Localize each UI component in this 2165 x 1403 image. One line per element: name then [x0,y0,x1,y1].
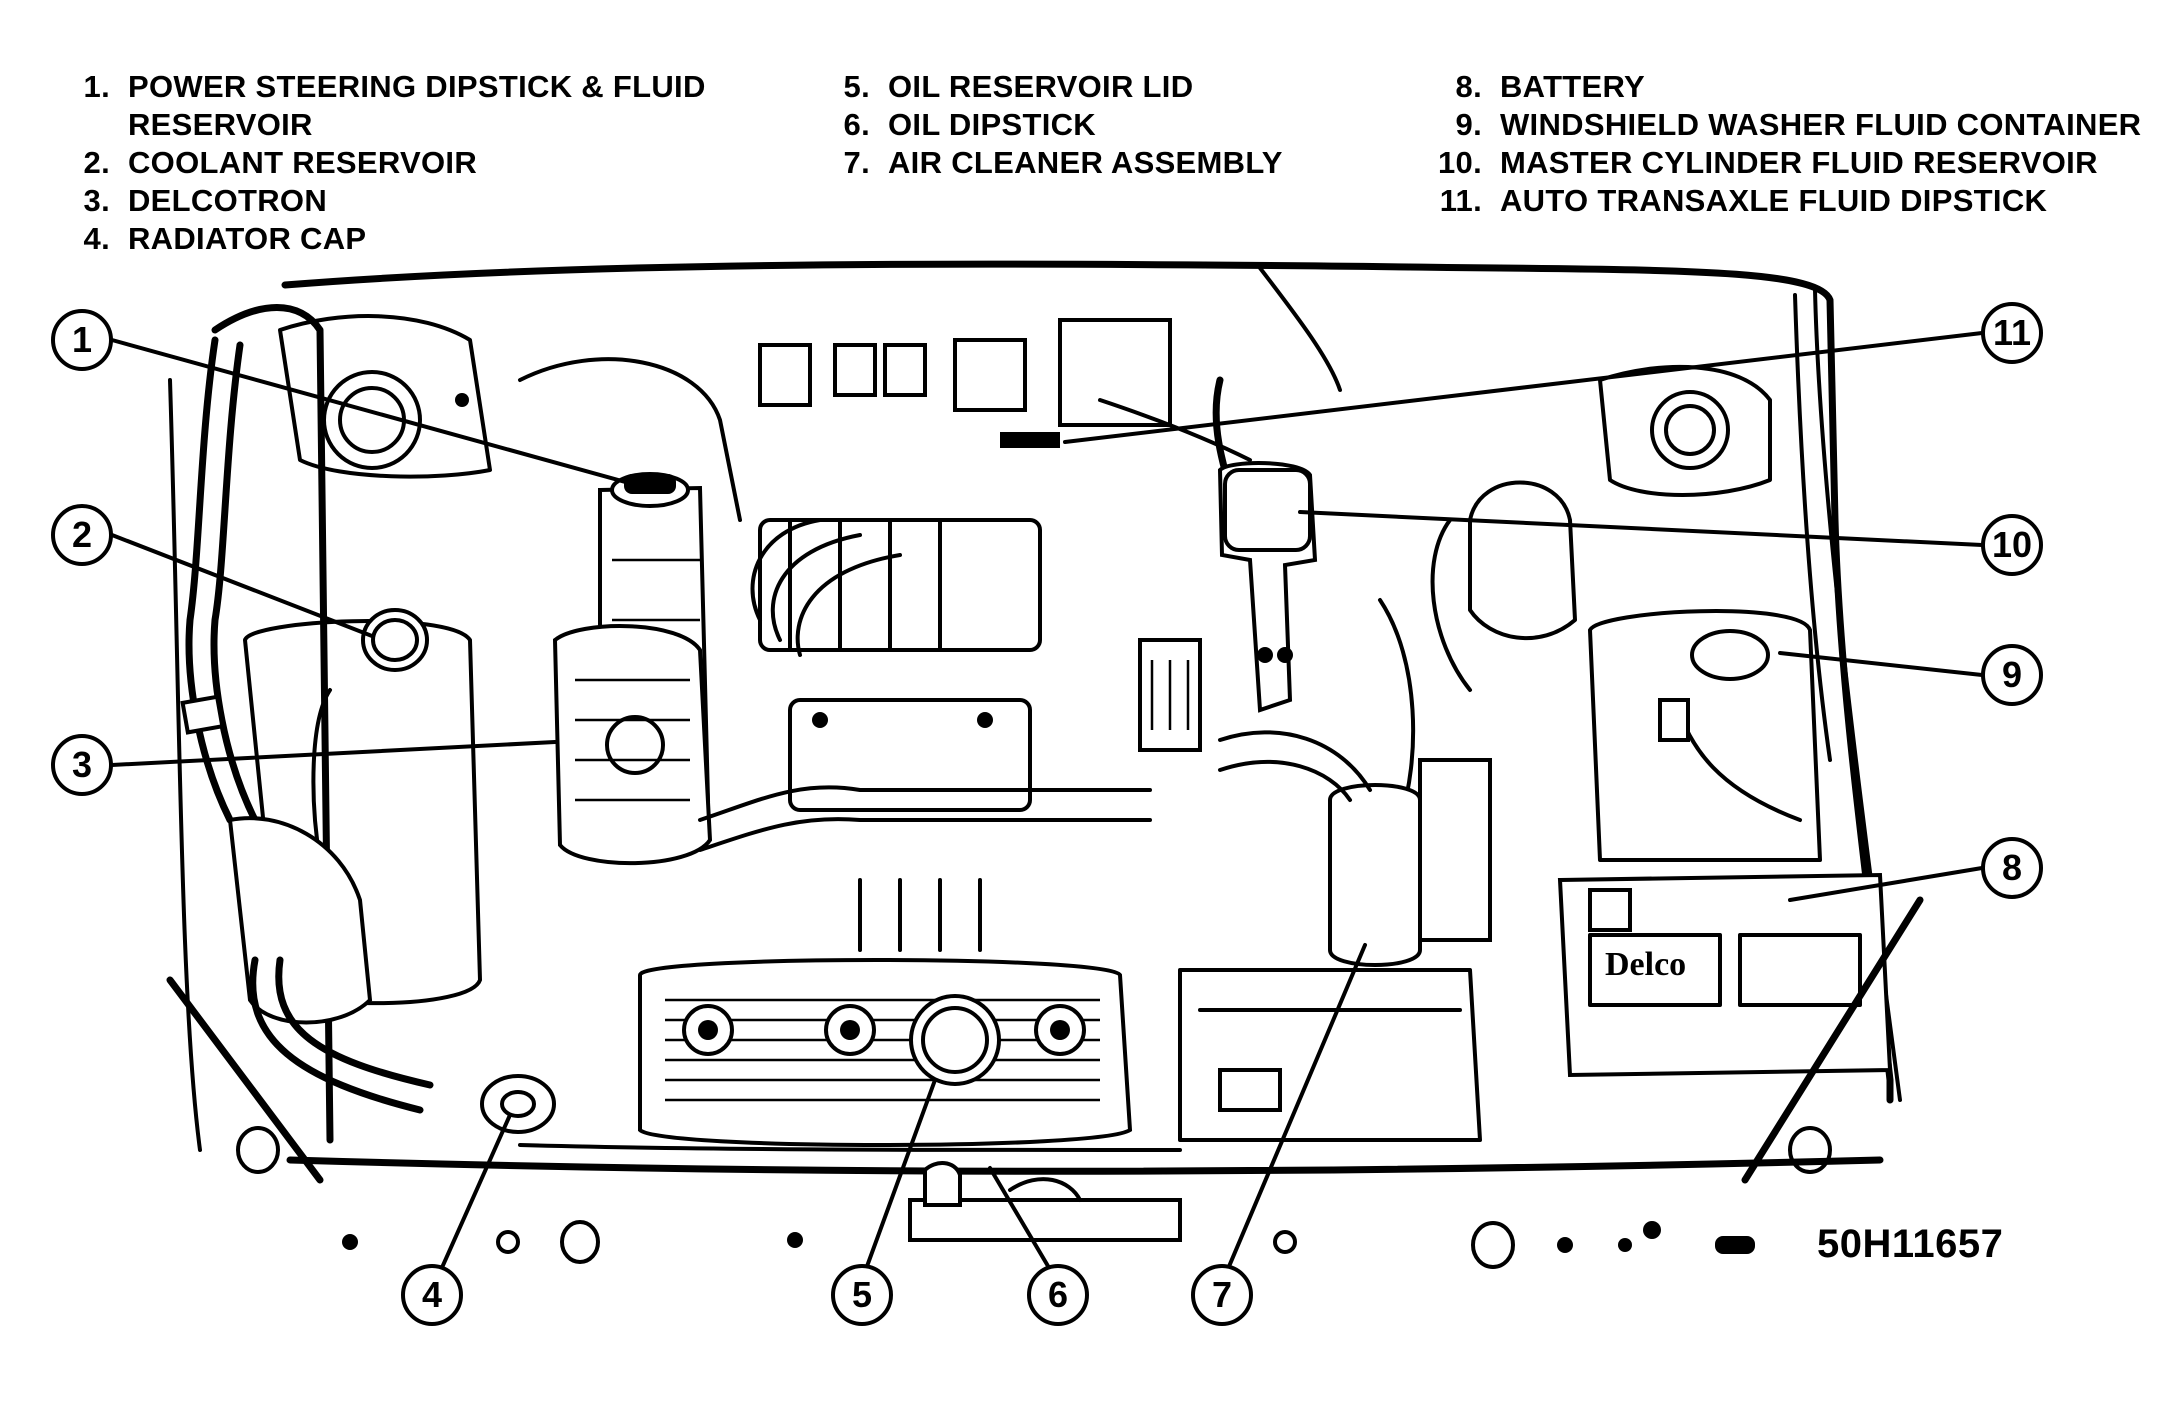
callout-10: 10 [1981,514,2043,576]
lower-module [1178,968,1482,1142]
engine-intake [518,357,1152,852]
callout-2: 2 [51,504,113,566]
legend-column-1: 1.POWER STEERING DIPSTICK & FLUID RESERV… [62,68,782,258]
callout-7: 7 [1191,1264,1253,1326]
callout-4: 4 [401,1264,463,1326]
bottom-fasteners [236,1126,1832,1269]
figure-id: 50H11657 [1817,1222,2004,1266]
callout-11: 11 [1981,302,2043,364]
legend-column-3: 8.BATTERY 9.WINDSHIELD WASHER FLUID CONT… [1410,68,2150,220]
oil-dipstick [908,1161,1182,1242]
callout-3: 3 [51,734,113,796]
ignition-wires [750,518,982,952]
valve-cover [638,958,1133,1147]
master-cylinder [1217,461,1318,713]
callout-9: 9 [1981,644,2043,706]
legend-column-2: 5.OIL RESERVOIR LID 6.OIL DIPSTICK 7.AIR… [822,68,1342,182]
hood-props [166,896,1924,1184]
legend-item-8: 8.BATTERY [1455,69,1646,104]
callout-6: 6 [1027,1264,1089,1326]
legend-item-10: 10.MASTER CYLINDER FLUID RESERVOIR [1438,145,2098,180]
legend-item-6: 6.OIL DIPSTICK [843,107,1096,142]
left-hoses [180,336,434,1114]
legend-item-4: 4.RADIATOR CAP [83,221,367,256]
legend-item-1-continued: RESERVOIR [128,107,313,142]
legend-item-11: 11.AUTO TRANSAXLE FLUID DIPSTICK [1439,183,2048,218]
right-strut-tower [1598,364,1772,497]
legend-item-2: 2.COOLANT RESERVOIR [83,145,478,180]
legend-item-9: 9.WINDSHIELD WASHER FLUID CONTAINER [1455,107,2142,142]
battery-brand-label: Delco [1605,946,1686,983]
legend-item-3: 3.DELCOTRON [83,183,328,218]
washer-fluid-container [1588,609,1822,862]
legend-item-1: 1.POWER STEERING DIPSTICK & FLUID [83,69,706,104]
callout-8: 8 [1981,837,2043,899]
relay-cluster [758,318,1172,448]
legend-item-5: 5.OIL RESERVOIR LID [843,69,1194,104]
coolant-reservoir [243,608,482,1006]
legend-item-7: 7.AIR CLEANER ASSEMBLY [843,145,1283,180]
air-cleaner-assembly [1138,638,1492,967]
radiator-cap [480,1074,556,1134]
callout-5: 5 [831,1264,893,1326]
delcotron-alternator [552,624,713,866]
battery: Delco [1557,872,1893,1078]
leader-lines [110,331,1984,1292]
callout-1: 1 [51,309,113,371]
